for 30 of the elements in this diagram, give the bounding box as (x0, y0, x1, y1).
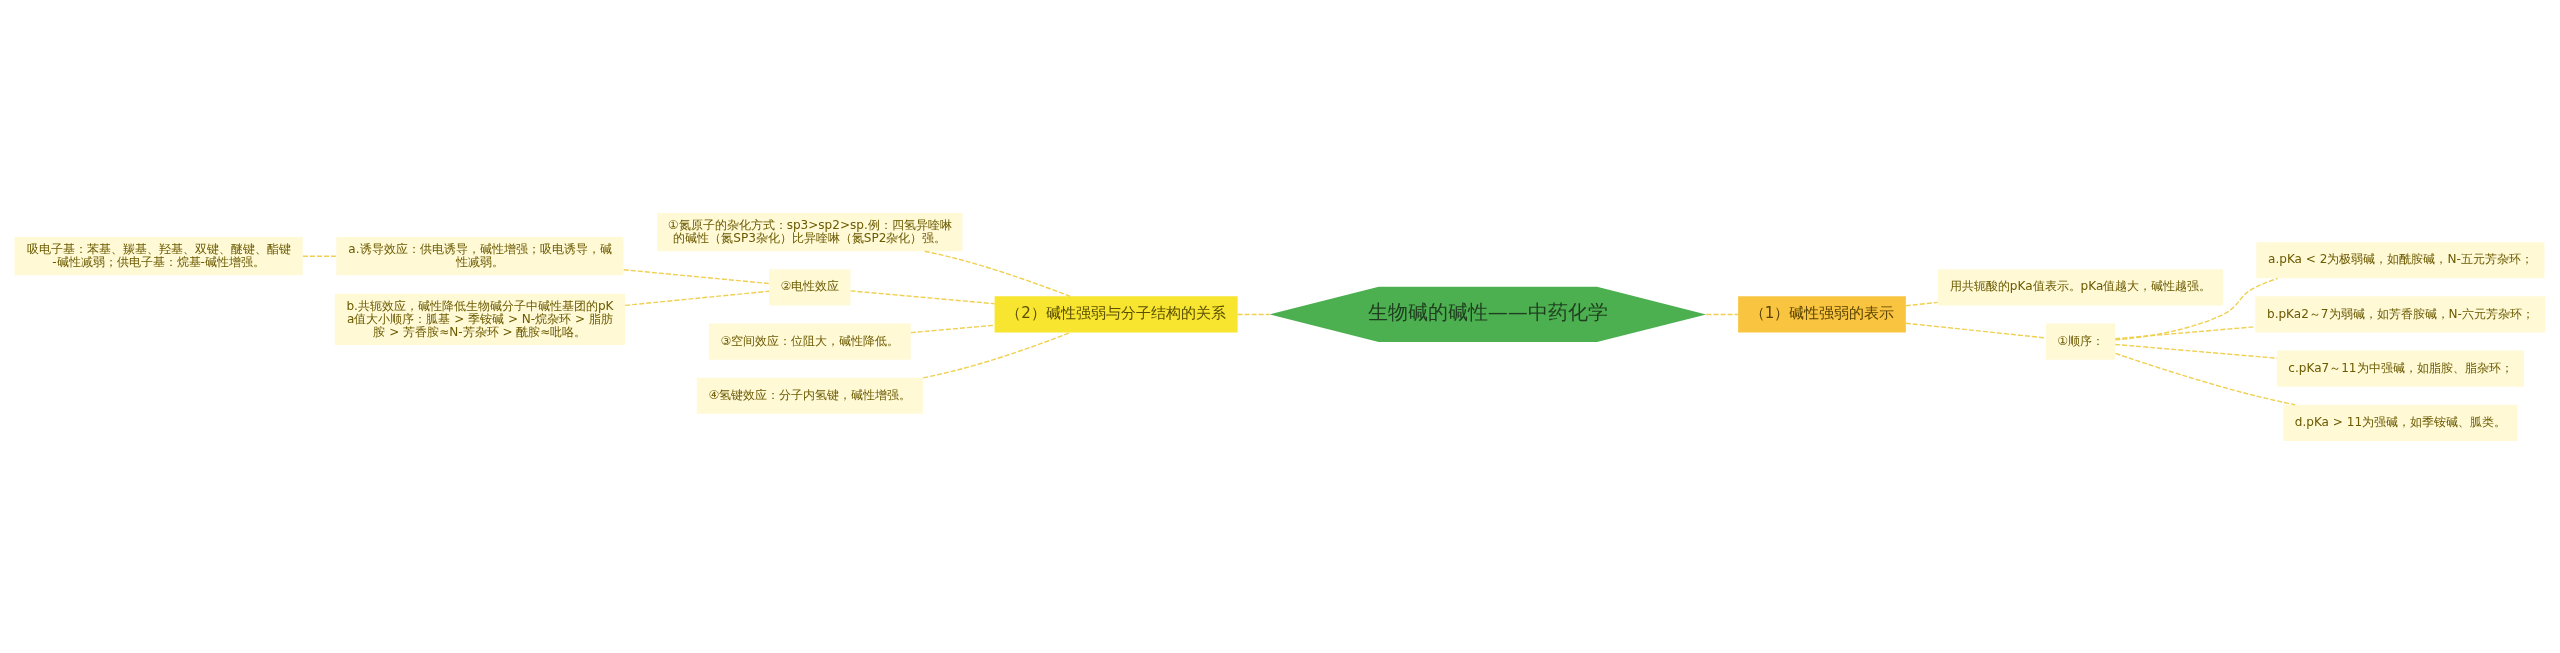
connector (922, 331, 1071, 379)
connector (1905, 322, 2047, 339)
connector (1905, 301, 1939, 306)
node-box: b.pKa2～7为弱碱，如芳香胺碱，N-六元芳杂环； (2255, 295, 2546, 332)
node-box: d.pKa > 11为强碱，如季铵碱、胍类。 (2283, 404, 2518, 441)
node-box: a.诱导效应：供电诱导，碱性增强；吸电诱导，碱性减弱。 (336, 236, 624, 275)
connector (302, 255, 337, 257)
connector (849, 289, 996, 304)
connector (2114, 343, 2278, 359)
node-box: ①顺序： (2045, 323, 2116, 360)
connector (1705, 313, 1739, 315)
connector (924, 250, 1071, 297)
node-box: c.pKa7～11为中强碱，如脂胺、脂杂环； (2276, 350, 2524, 387)
node-box: ④氢键效应：分子内氢键，碱性增强。 (696, 377, 923, 414)
node-box: ③空间效应：位阻大，碱性降低。 (708, 323, 911, 360)
node-box: ①氮原子的杂化方式：sp3>sp2>sp.例：四氢异喹啉的碱性（氮SP3杂化）比异喹啉（氮SP2杂化）强。 (657, 212, 963, 251)
node-box: a.pKa < 2为极弱碱，如酰胺碱，N-五元芳杂环； (2256, 241, 2545, 278)
connector (2114, 325, 2256, 339)
connector (1236, 313, 1271, 315)
node-box: （2）碱性强弱与分子结构的关系 (994, 295, 1238, 332)
node-box: （1）碱性强弱的表示 (1738, 295, 1906, 332)
connector (2114, 277, 2279, 341)
connector (910, 323, 996, 333)
connector (2114, 352, 2296, 405)
node-box: ②电性效应 (769, 268, 851, 305)
node-box: b.共轭效应，碱性降低生物碱分子中碱性基团的pKa值大小顺序：胍基 > 季铵碱 > N-烷杂环 > 脂肪胺 > 芳香胺≈N-芳杂环 > 酰胺≈吡咯。 (334, 293, 626, 345)
connector (624, 290, 770, 306)
node-box: 用共轭酸的pKa值表示。pKa值越大，碱性越强。 (1938, 268, 2224, 305)
node-box: 吸电子基：苯基、羰基、羟基、双键、醚键、酯键-碱性减弱；供电子基：烷基-碱性增强。 (14, 236, 303, 275)
connector (623, 268, 770, 284)
